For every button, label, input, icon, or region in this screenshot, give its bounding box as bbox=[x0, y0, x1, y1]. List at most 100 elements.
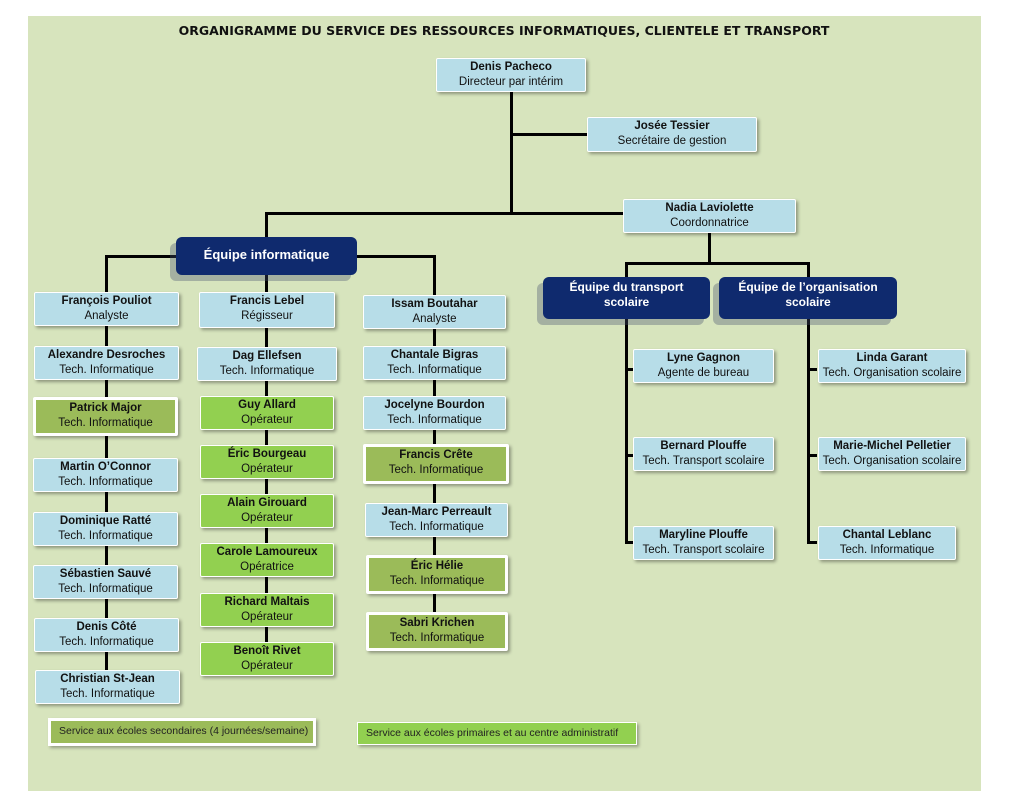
connector bbox=[510, 133, 590, 136]
person-name: Issam Boutahar bbox=[391, 298, 478, 310]
person-role: Opérateur bbox=[241, 611, 293, 623]
person-role: Tech. Informatique bbox=[58, 530, 153, 542]
connector bbox=[708, 232, 711, 264]
connector bbox=[807, 262, 810, 544]
person-name: Marie-Michel Pelletier bbox=[833, 440, 951, 452]
person-role: Tech. Transport scolaire bbox=[642, 544, 765, 556]
person-name: François Pouliot bbox=[61, 295, 152, 307]
person-box: Dag Ellefsen Tech. Informatique bbox=[197, 347, 337, 381]
person-role: Tech. Informatique bbox=[58, 583, 153, 595]
connector bbox=[265, 212, 268, 238]
connector bbox=[625, 541, 635, 544]
person-name: Éric Bourgeau bbox=[227, 448, 307, 460]
person-role: Agente de bureau bbox=[657, 367, 750, 379]
person-box: Guy Allard Opérateur bbox=[200, 396, 334, 430]
person-box: Carole Lamoureux Opératrice bbox=[200, 543, 334, 577]
person-box: Chantale Bigras Tech. Informatique bbox=[363, 346, 506, 380]
person-name: Alain Girouard bbox=[227, 497, 307, 509]
person-box: Issam Boutahar Analyste bbox=[363, 295, 506, 329]
person-role: Tech. Organisation scolaire bbox=[822, 455, 962, 467]
person-box: Patrick Major Tech. Informatique bbox=[33, 397, 178, 436]
person-box: Sébastien Sauvé Tech. Informatique bbox=[33, 565, 178, 599]
person-name: Sébastien Sauvé bbox=[59, 568, 152, 580]
person-role: Régisseur bbox=[241, 310, 293, 322]
person-name: Dominique Ratté bbox=[59, 515, 152, 527]
person-role: Coordonnatrice bbox=[670, 217, 749, 229]
person-role: Tech. Informatique bbox=[387, 364, 482, 376]
person-role: Tech. Informatique bbox=[58, 417, 153, 429]
person-name: Christian St-Jean bbox=[60, 673, 155, 685]
person-role: Opérateur bbox=[241, 512, 293, 524]
connector bbox=[265, 212, 625, 215]
person-name: Martin O’Connor bbox=[60, 461, 151, 473]
person-name: Dag Ellefsen bbox=[232, 350, 302, 362]
person-role: Tech. Informatique bbox=[389, 632, 485, 644]
person-name: Carole Lamoureux bbox=[216, 546, 318, 558]
person-name: Alexandre Desroches bbox=[47, 349, 166, 361]
connector bbox=[625, 454, 635, 457]
person-role: Tech. Informatique bbox=[59, 636, 154, 648]
person-box: Chantal Leblanc Tech. Informatique bbox=[818, 526, 956, 560]
connector bbox=[433, 255, 436, 625]
person-box: Francis Lebel Régisseur bbox=[199, 292, 335, 328]
team-organisation-header: Équipe de l’organisation scolaire bbox=[719, 277, 897, 319]
person-role: Tech. Informatique bbox=[58, 476, 153, 488]
legend-secondary: Service aux écoles secondaires (4 journé… bbox=[48, 718, 316, 746]
person-box: Jean-Marc Perreault Tech. Informatique bbox=[365, 503, 508, 537]
person-role: Tech. Informatique bbox=[839, 544, 935, 556]
connector bbox=[807, 454, 817, 457]
person-name: Richard Maltais bbox=[224, 596, 310, 608]
person-box: Sabri Krichen Tech. Informatique bbox=[366, 612, 508, 651]
person-role: Opérateur bbox=[241, 660, 293, 672]
team-it-header: Équipe informatique bbox=[176, 237, 357, 275]
person-box: Alain Girouard Opérateur bbox=[200, 494, 334, 528]
person-box: Lyne Gagnon Agente de bureau bbox=[633, 349, 774, 383]
connector bbox=[625, 262, 810, 265]
person-name: Éric Hélie bbox=[410, 560, 464, 572]
connector bbox=[625, 262, 628, 544]
connector bbox=[807, 541, 817, 544]
person-box: François Pouliot Analyste bbox=[34, 292, 179, 326]
person-box: Dominique Ratté Tech. Informatique bbox=[33, 512, 178, 546]
person-name: Nadia Laviolette bbox=[665, 202, 754, 214]
person-name: Maryline Plouffe bbox=[659, 529, 748, 541]
person-name: Francis Crête bbox=[399, 449, 473, 461]
person-role: Tech. Transport scolaire bbox=[642, 455, 765, 467]
person-box: Martin O’Connor Tech. Informatique bbox=[33, 458, 178, 492]
chart-title: ORGANIGRAMME DU SERVICE DES RESSOURCES I… bbox=[178, 23, 830, 38]
person-name: Francis Lebel bbox=[229, 295, 305, 307]
connector bbox=[510, 90, 513, 215]
person-role: Tech. Informatique bbox=[389, 521, 484, 533]
person-name: Sabri Krichen bbox=[399, 617, 475, 629]
person-name: Jean-Marc Perreault bbox=[381, 506, 492, 518]
person-box: Linda Garant Tech. Organisation scolaire bbox=[818, 349, 966, 383]
secretary-box: Josée Tessier Secrétaire de gestion bbox=[587, 117, 757, 152]
person-box: Francis Crête Tech. Informatique bbox=[363, 444, 509, 484]
connector bbox=[807, 368, 817, 371]
person-role: Tech. Informatique bbox=[388, 464, 484, 476]
person-name: Chantal Leblanc bbox=[842, 529, 932, 541]
person-box: Éric Hélie Tech. Informatique bbox=[366, 555, 508, 594]
coordinator-box: Nadia Laviolette Coordonnatrice bbox=[623, 199, 796, 233]
person-box: Alexandre Desroches Tech. Informatique bbox=[34, 346, 179, 380]
person-role: Tech. Informatique bbox=[60, 688, 155, 700]
person-role: Tech. Informatique bbox=[387, 414, 482, 426]
legend-primary: Service aux écoles primaires et au centr… bbox=[357, 722, 637, 745]
person-role: Opérateur bbox=[241, 414, 293, 426]
person-name: Linda Garant bbox=[856, 352, 928, 364]
person-box: Marie-Michel Pelletier Tech. Organisatio… bbox=[818, 437, 966, 471]
person-name: Benoît Rivet bbox=[233, 645, 301, 657]
person-box: Maryline Plouffe Tech. Transport scolair… bbox=[633, 526, 774, 560]
person-role: Opératrice bbox=[240, 561, 294, 573]
person-box: Benoît Rivet Opérateur bbox=[200, 642, 334, 676]
person-box: Bernard Plouffe Tech. Transport scolaire bbox=[633, 437, 774, 471]
person-box: Denis Côté Tech. Informatique bbox=[34, 618, 179, 652]
person-role: Analyste bbox=[412, 313, 457, 325]
person-role: Tech. Informatique bbox=[219, 365, 315, 377]
person-box: Christian St-Jean Tech. Informatique bbox=[35, 670, 180, 704]
person-name: Patrick Major bbox=[69, 402, 142, 414]
person-name: Josée Tessier bbox=[634, 120, 710, 132]
connector bbox=[625, 368, 635, 371]
person-name: Jocelyne Bourdon bbox=[384, 399, 485, 411]
person-role: Tech. Informatique bbox=[59, 364, 154, 376]
